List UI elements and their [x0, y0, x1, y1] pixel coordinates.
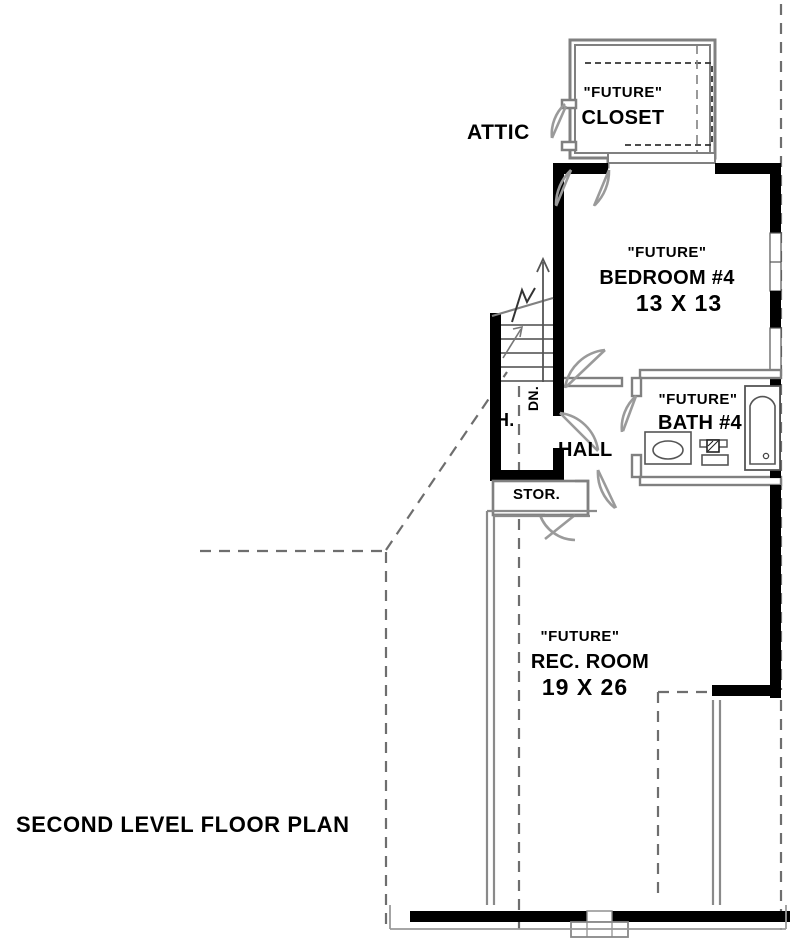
- stair-direction-arrow: [536, 256, 550, 382]
- bedroom-wall-right-a: [770, 163, 781, 233]
- bedroom-wall-left: [553, 163, 564, 368]
- bedroom4-dimensions-label: 13 X 13: [635, 290, 723, 316]
- bottom-wall-right: [612, 911, 790, 922]
- bedroom-wall-top-left: [553, 163, 608, 174]
- stairs-and-hall: [490, 256, 564, 481]
- storage-door-swing: [538, 513, 576, 542]
- closet-future-label: "FUTURE": [583, 84, 663, 101]
- bedroom-wall-top-right: [715, 163, 781, 174]
- closet-door-swing: [550, 103, 568, 139]
- closet-name-label: CLOSET: [581, 107, 665, 129]
- stair-break-symbol: [511, 287, 536, 323]
- hall-wall-bottom: [490, 470, 564, 481]
- hall-label: HALL: [558, 439, 613, 461]
- storage-label: STOR.: [513, 486, 561, 503]
- bath4-name-label: BATH #4: [658, 412, 742, 434]
- bedroom-entry-door-swing: [554, 169, 611, 207]
- bottom-exterior-wall: [389, 905, 790, 938]
- recroom-name-label: REC. ROOM: [530, 651, 650, 673]
- closet-shelf-rod-icon: [585, 62, 713, 146]
- recroom-future-label: "FUTURE": [540, 628, 620, 645]
- bedroom-window-lower: [769, 327, 782, 376]
- recroom-room: [485, 509, 722, 905]
- bottom-wall-left: [410, 911, 587, 922]
- bedroom-wall-bottom: [638, 368, 783, 380]
- hall-short-label: H.: [496, 410, 515, 430]
- stair-direction-label: DN.: [525, 385, 541, 411]
- attic-label: ATTIC: [467, 121, 530, 144]
- bedroom4-future-label: "FUTURE": [627, 244, 707, 261]
- roof-hip-diagonal: [385, 371, 508, 551]
- hall-lower-door-swing: [596, 469, 618, 510]
- bedroom-wall-right-b: [770, 291, 781, 328]
- closet-room: [568, 38, 717, 169]
- bath4-future-label: "FUTURE": [658, 391, 738, 408]
- recroom-dimensions-label: 19 X 26: [541, 674, 629, 700]
- bedroom4-room: [553, 163, 783, 388]
- stair-treads: [501, 324, 553, 382]
- hall-wall-right-upper: [553, 368, 564, 416]
- bath-door-swing: [620, 395, 638, 433]
- exterior-wall-right-lower: [770, 696, 781, 698]
- bath4-room: [630, 376, 783, 487]
- bedroom4-name-label: BEDROOM #4: [599, 267, 735, 289]
- tub-shower-fixture: [744, 385, 781, 471]
- hall-wall-left: [490, 313, 501, 481]
- recroom-exterior-walls: [712, 485, 781, 696]
- hall-wall-right-lower: [553, 448, 564, 481]
- hall-door-swing: [559, 411, 600, 452]
- closet-doorway: [560, 98, 578, 152]
- toilet-fixture: [644, 431, 692, 465]
- vanity-sink-fixture: [699, 439, 729, 466]
- recroom-wall-right-jog: [712, 685, 781, 696]
- recroom-wall-right-a: [770, 485, 781, 685]
- stair-start-arrow: [502, 325, 524, 359]
- bedroom-hall-door-swing: [563, 348, 606, 389]
- page-title: SECOND LEVEL FLOOR PLAN: [16, 812, 350, 837]
- mirror-icon: [706, 439, 720, 453]
- bath-wall-bottom: [638, 475, 783, 487]
